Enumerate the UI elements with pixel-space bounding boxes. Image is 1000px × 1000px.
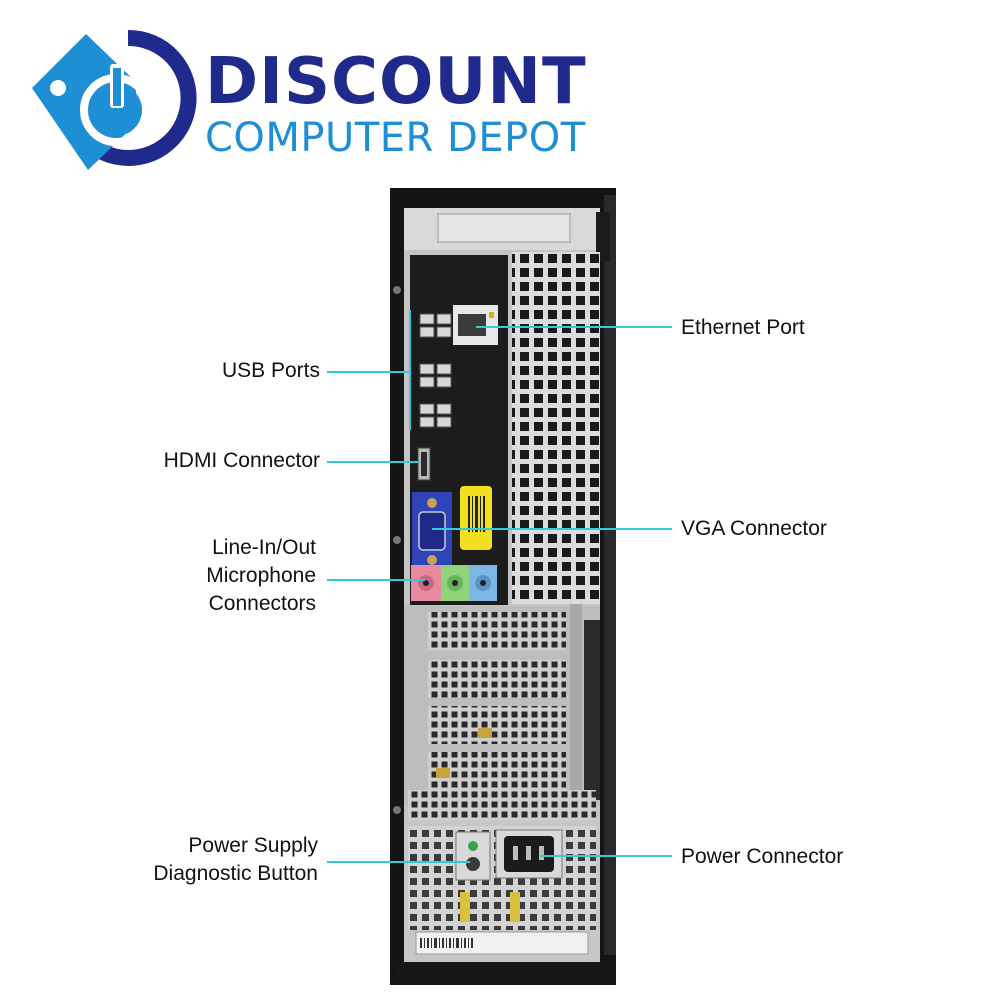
audio-label-line2: Microphone: [206, 564, 316, 587]
usb-ports-label: USB Ports: [221, 359, 320, 382]
ethernet-port-label: Ethernet Port: [681, 316, 805, 339]
psu-label-line2: Diagnostic Button: [153, 862, 318, 885]
psu-label-line1: Power Supply: [188, 834, 318, 857]
audio-label-line3: Connectors: [208, 592, 316, 615]
vga-connector-label: VGA Connector: [681, 517, 827, 540]
audio-label-line1: Line-In/Out: [212, 536, 316, 559]
power-connector-label: Power Connector: [681, 845, 844, 868]
brand-tagline: COMPUTER DEPOT: [205, 115, 586, 161]
brand-logo-icon: [32, 29, 197, 170]
brand-name: DISCOUNT: [205, 45, 587, 119]
hdmi-connector-label: HDMI Connector: [163, 449, 320, 472]
